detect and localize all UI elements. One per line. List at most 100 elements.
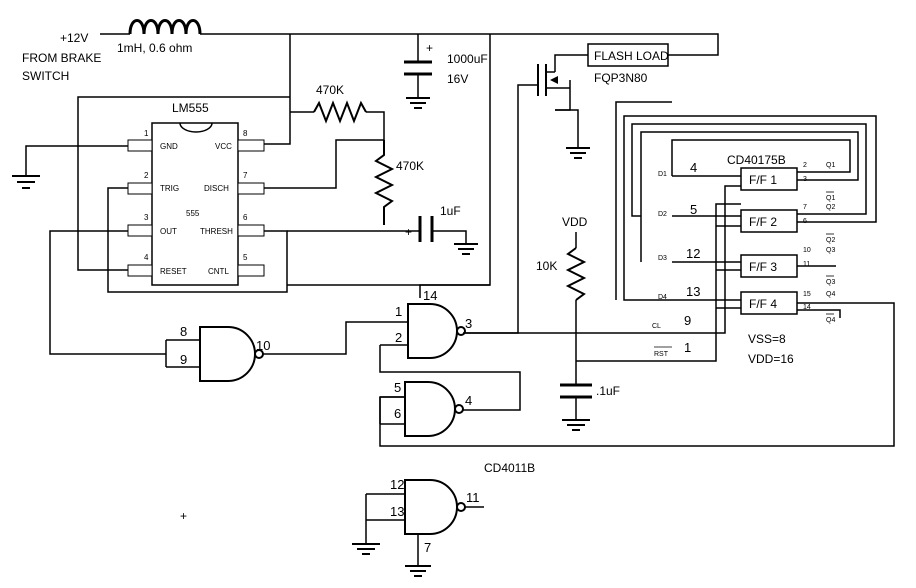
- ff-name: CD40175B: [727, 153, 786, 167]
- flash-load: FLASH LOAD FQP3N80: [587, 43, 669, 85]
- nand-gate-1: 8 9 10: [165, 321, 408, 382]
- q3b-pin: 11: [803, 261, 810, 268]
- mosfet-part: FQP3N80: [594, 71, 648, 85]
- g1-out: 10: [256, 338, 270, 353]
- pin-5-num: 5: [243, 253, 248, 262]
- d4-pin: 13: [686, 284, 700, 299]
- nand-gate-4: 12 13 11 7: [352, 477, 484, 577]
- pin-3-num: 3: [144, 213, 149, 222]
- timer-center: 555: [186, 209, 200, 218]
- q1-lbl: Q1: [826, 162, 835, 169]
- q1-pin: 2: [803, 162, 807, 169]
- timer-name: LM555: [172, 101, 209, 115]
- lm555-timer: LM555 555 1 2 3 4 GND TRIG OUT RESET 8 7…: [127, 101, 265, 286]
- resistor-r2: 470K: [373, 140, 424, 225]
- ff4: F/F 4: [749, 297, 777, 311]
- cap-voltage: 16V: [447, 72, 468, 86]
- q4-pin: 15: [803, 291, 811, 298]
- cl-pin: 9: [684, 313, 691, 328]
- vdd-label: VDD=16: [748, 352, 794, 366]
- tcap-plus: +: [405, 225, 412, 239]
- g3-in-b: 6: [394, 406, 401, 421]
- bulk-capacitor: + 1000uF 16V: [404, 34, 488, 109]
- q4b-pin: 14: [803, 304, 811, 311]
- pin-2-num: 2: [144, 171, 149, 180]
- q2-lbl: Q2: [826, 204, 835, 211]
- pin-8-num: 8: [243, 129, 248, 138]
- q3b-lbl: Q3: [826, 279, 835, 286]
- power-input: +12V FROM BRAKE SWITCH: [22, 31, 130, 83]
- nand-gate-2: 1 2 14 3: [379, 288, 521, 411]
- load-label: FLASH LOAD: [594, 49, 669, 63]
- vss-label: VSS=8: [748, 332, 786, 346]
- gates-part: CD4011B: [484, 461, 535, 475]
- pin-6-num: 6: [243, 213, 248, 222]
- supply-label-3: SWITCH: [22, 69, 69, 83]
- ff3: F/F 3: [749, 260, 777, 274]
- rst-pin: 1: [684, 340, 691, 355]
- vdd-label-rc: VDD: [562, 215, 588, 229]
- cd40175b: CD40175B F/F 1 F/F 2 F/F 3 F/F 4 D1 D2 D…: [379, 101, 895, 447]
- d1-pin: 4: [690, 160, 697, 175]
- g4-in-a: 12: [390, 477, 404, 492]
- inductor: 1mH, 0.6 ohm: [117, 19, 202, 55]
- supply-label-2: FROM BRAKE: [22, 51, 101, 65]
- mosfet: [463, 54, 590, 334]
- pin-5-name: CNTL: [208, 267, 229, 276]
- rst-label: RST: [654, 351, 669, 358]
- d3: D3: [658, 255, 667, 262]
- g4-out: 11: [466, 490, 480, 505]
- q2b-lbl: Q2: [826, 237, 835, 244]
- g4-gnd: 7: [424, 540, 431, 555]
- q2-pin: 7: [803, 204, 807, 211]
- pin-3-name: OUT: [160, 227, 177, 236]
- pin-8-name: VCC: [215, 142, 232, 151]
- gnd-wire: [25, 145, 128, 176]
- cap-plus: +: [426, 41, 433, 55]
- g2-in-a: 1: [395, 304, 402, 319]
- pin-4-num: 4: [144, 253, 149, 262]
- vcc-to-pin8: [264, 34, 291, 145]
- pin-7-name: DISCH: [204, 184, 229, 193]
- cap-value: 1000uF: [447, 52, 488, 66]
- q1b-lbl: Q1: [826, 195, 835, 202]
- g3-out: 4: [465, 393, 472, 408]
- q3-pin: 10: [803, 247, 811, 254]
- q4-lbl: Q4: [826, 291, 835, 298]
- r1-label: 470K: [316, 83, 344, 97]
- timing-capacitor: + 1uF: [287, 204, 478, 255]
- ff1: F/F 1: [749, 173, 777, 187]
- g3-in-a: 5: [394, 380, 401, 395]
- pin-7-num: 7: [243, 171, 248, 180]
- tcap-label: 1uF: [440, 204, 461, 218]
- d2: D2: [658, 211, 667, 218]
- pin-2-name: TRIG: [160, 184, 179, 193]
- pin-1-num: 1: [144, 129, 149, 138]
- q4b-lbl: Q4: [826, 317, 835, 324]
- g2-in-b: 2: [395, 330, 402, 345]
- r2-label: 470K: [396, 159, 424, 173]
- inductor-label: 1mH, 0.6 ohm: [117, 41, 192, 55]
- r10k-label: 10K: [536, 259, 557, 273]
- g1-in-b: 9: [180, 352, 187, 367]
- g2-out: 3: [465, 316, 472, 331]
- nand-gate-3: 5 6 4: [379, 380, 472, 437]
- ff2: F/F 2: [749, 215, 777, 229]
- d1: D1: [658, 171, 667, 178]
- d4: D4: [658, 294, 667, 301]
- pin-6-name: THRESH: [200, 227, 233, 236]
- g1-in-a: 8: [180, 324, 187, 339]
- d3-pin: 12: [686, 246, 700, 261]
- cl-label: CL: [652, 323, 661, 330]
- reset-rc-network: VDD 10K .1uF: [536, 215, 620, 431]
- pin-1-name: GND: [160, 142, 178, 151]
- rc-cap-label: .1uF: [596, 384, 620, 398]
- supply-label-1: +12V: [60, 31, 88, 45]
- d2-pin: 5: [690, 202, 697, 217]
- pin-4-name: RESET: [160, 267, 187, 276]
- q3-lbl: Q3: [826, 247, 835, 254]
- cursor-mark: +: [180, 509, 187, 523]
- resistor-r1: 470K: [290, 83, 385, 140]
